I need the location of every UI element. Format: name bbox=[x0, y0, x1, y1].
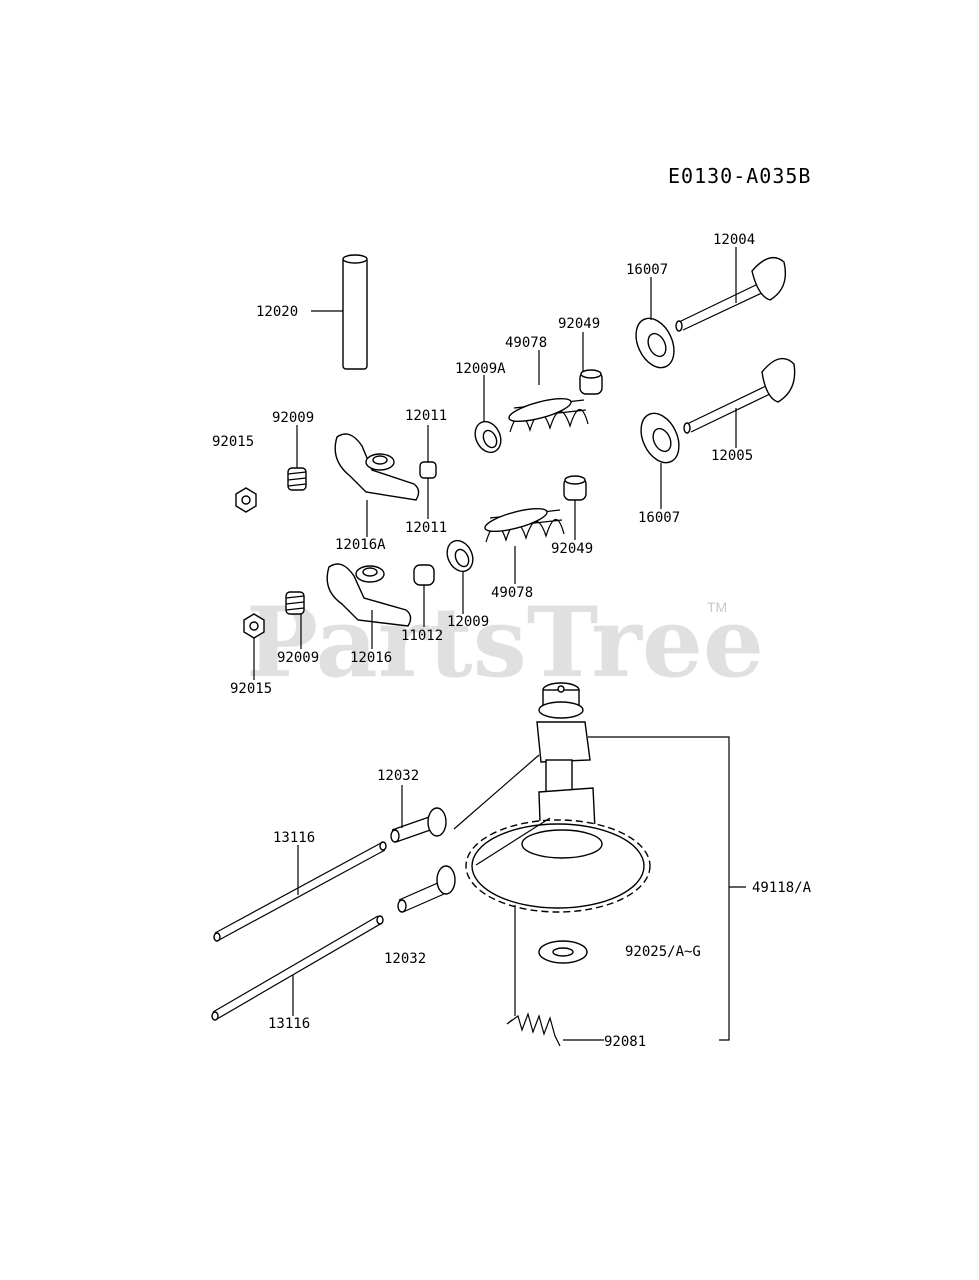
label-12016A: 12016A bbox=[335, 537, 386, 553]
label-12009: 12009 bbox=[447, 614, 489, 630]
part-12016-rocker-arm[interactable] bbox=[326, 563, 412, 627]
label-49118A: 49118/A bbox=[752, 880, 812, 896]
part-12032-tappet-bottom[interactable] bbox=[397, 865, 456, 913]
part-92081-spring[interactable] bbox=[506, 1012, 561, 1047]
label-16007-top: 16007 bbox=[626, 262, 668, 278]
part-92015-nut-top[interactable] bbox=[235, 487, 257, 513]
label-12005: 12005 bbox=[711, 448, 753, 464]
part-92025-washer[interactable] bbox=[538, 940, 588, 964]
label-92015-top: 92015 bbox=[212, 434, 254, 450]
part-12009A-seal[interactable] bbox=[470, 417, 505, 456]
part-12032-tappet-top[interactable] bbox=[390, 807, 447, 843]
label-12004: 12004 bbox=[713, 232, 755, 248]
part-92009-stud-bottom[interactable] bbox=[285, 591, 305, 615]
label-92081: 92081 bbox=[604, 1034, 646, 1050]
diagram-code: E0130-A035B bbox=[668, 164, 811, 188]
part-camshaft-gear[interactable] bbox=[465, 819, 651, 913]
label-12032-bottom: 12032 bbox=[384, 951, 426, 967]
label-12020: 12020 bbox=[256, 304, 298, 320]
part-12020-rod[interactable] bbox=[342, 254, 368, 370]
part-92009-stud-top[interactable] bbox=[287, 467, 307, 491]
part-49078-spring-bottom[interactable] bbox=[483, 504, 565, 543]
label-13116-top: 13116 bbox=[273, 830, 315, 846]
part-92015-nut-bottom[interactable] bbox=[243, 613, 265, 639]
label-16007-bottom: 16007 bbox=[638, 510, 680, 526]
label-12009A: 12009A bbox=[455, 361, 506, 377]
part-12005-valve[interactable] bbox=[683, 357, 796, 434]
label-12011-top: 12011 bbox=[405, 408, 447, 424]
part-12004-valve[interactable] bbox=[675, 256, 787, 332]
watermark-trademark: TM bbox=[707, 599, 727, 615]
part-13116-push-rod-bottom[interactable] bbox=[211, 915, 384, 1021]
label-92009-top: 92009 bbox=[272, 410, 314, 426]
watermark-text: PartsTree bbox=[246, 586, 764, 699]
part-16007-retainer-bottom[interactable] bbox=[634, 407, 687, 468]
part-92049-cap-bottom[interactable] bbox=[563, 475, 587, 501]
label-92049-top: 92049 bbox=[558, 316, 600, 332]
leader-lines bbox=[253, 247, 746, 1041]
label-11012: 11012 bbox=[401, 628, 443, 644]
part-16007-retainer-top[interactable] bbox=[629, 312, 682, 373]
part-12009-seal[interactable] bbox=[442, 536, 477, 575]
label-92049-bottom: 92049 bbox=[551, 541, 593, 557]
part-11012-cap[interactable] bbox=[413, 564, 435, 586]
label-12016: 12016 bbox=[350, 650, 392, 666]
label-49078-bottom: 49078 bbox=[491, 585, 533, 601]
part-49078-spring-top[interactable] bbox=[507, 394, 589, 433]
label-13116-bottom: 13116 bbox=[268, 1016, 310, 1032]
label-49078-top: 49078 bbox=[505, 335, 547, 351]
label-12011-bottom: 12011 bbox=[405, 520, 447, 536]
part-92049-cap-top[interactable] bbox=[579, 369, 603, 395]
label-92015-bottom: 92015 bbox=[230, 681, 272, 697]
part-12011-collet-top[interactable] bbox=[419, 461, 437, 479]
label-92025: 92025/A~G bbox=[625, 944, 701, 960]
part-12016A-rocker-arm[interactable] bbox=[334, 433, 420, 501]
label-92009-bottom: 92009 bbox=[277, 650, 319, 666]
label-12032-top: 12032 bbox=[377, 768, 419, 784]
